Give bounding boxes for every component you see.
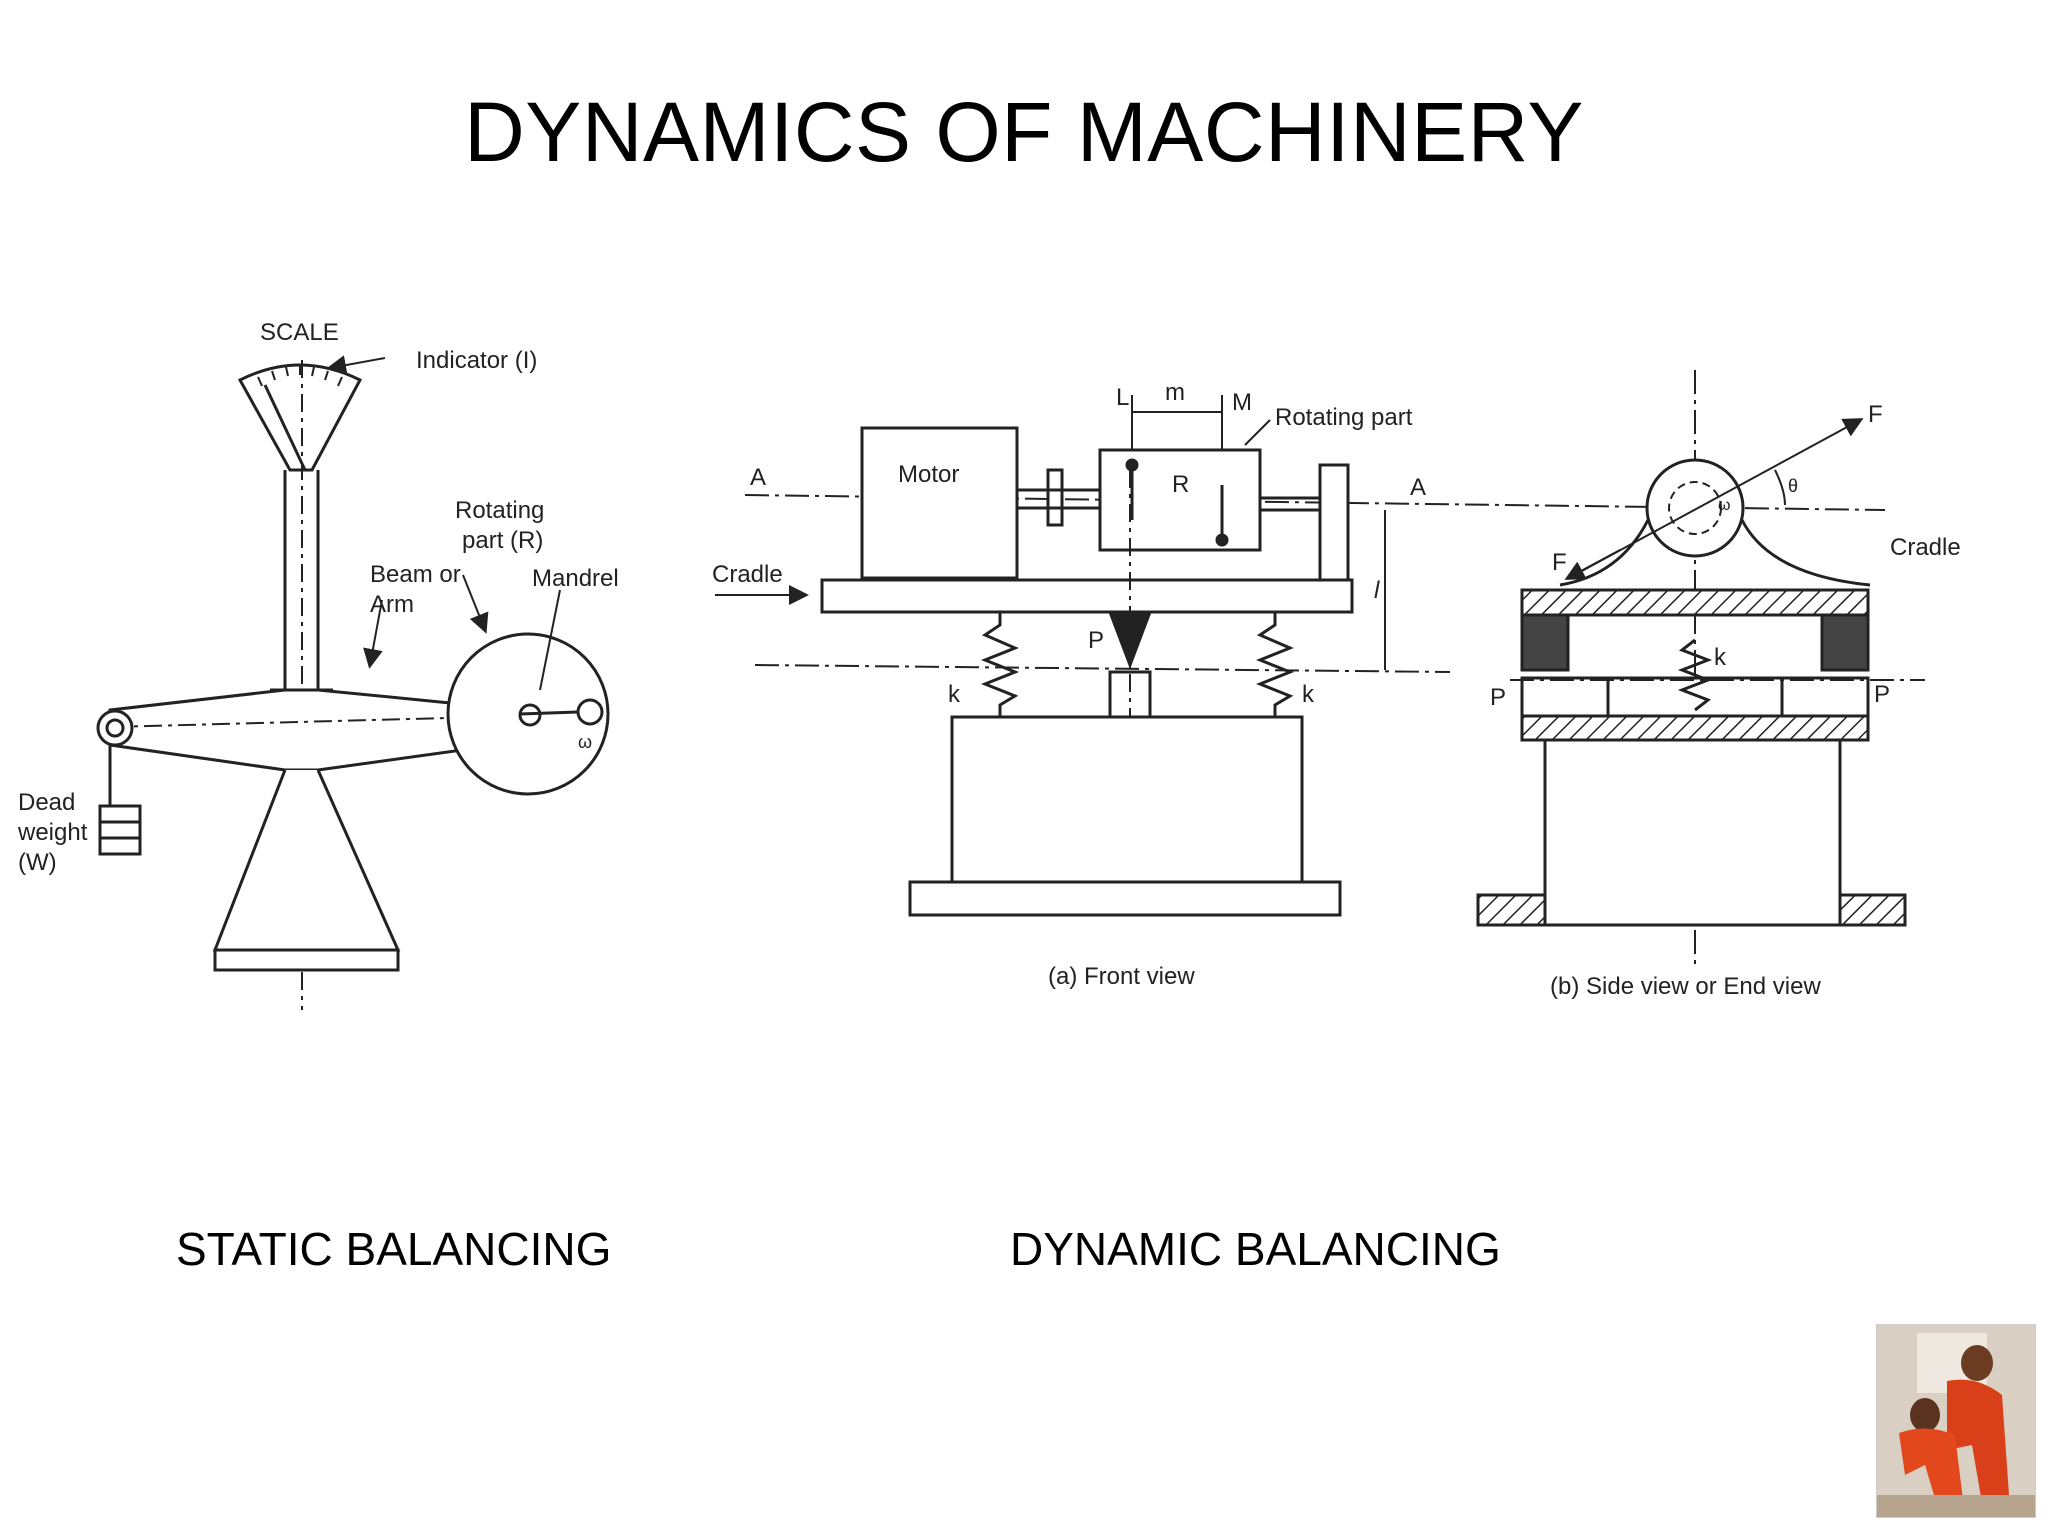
cradle-plate	[820, 578, 1354, 614]
beam-label: Beam or	[370, 561, 461, 588]
label-k-left: k	[948, 681, 961, 708]
front-view-caption: (a) Front view	[1048, 963, 1195, 990]
omega-label: ω	[578, 732, 592, 752]
dead-weight-label-3: (W)	[18, 849, 57, 876]
label-R: R	[1172, 471, 1189, 498]
label-m: m	[1165, 379, 1185, 406]
label-F-top: F	[1868, 401, 1883, 428]
label-k-right: k	[1302, 681, 1315, 708]
rotating-part-box	[1098, 448, 1262, 552]
rotating-part-label: Rotating	[455, 497, 544, 524]
beam-label-2: Arm	[370, 591, 414, 618]
label-A-right: A	[1410, 474, 1426, 501]
label-rotating-part: Rotating part	[1275, 404, 1413, 431]
scale-fan	[237, 363, 363, 472]
front-view-diagram	[715, 395, 1886, 917]
rotor-circle	[1645, 458, 1745, 558]
presenter-photo-thumbnail	[1876, 1324, 2036, 1518]
label-P-left: P	[1490, 684, 1506, 711]
base-plate	[908, 880, 1342, 917]
side-view-labels: F F θ ω Cradle k P P (b) Side view or En…	[1490, 401, 1961, 1000]
dead-weight-label-2: weight	[17, 819, 88, 846]
label-M: M	[1232, 389, 1252, 416]
label-l: l	[1374, 577, 1380, 604]
dynamic-balancing-caption: DYNAMIC BALANCING	[1010, 1223, 1501, 1275]
side-view-diagram	[1476, 370, 1925, 965]
label-A-left: A	[750, 464, 766, 491]
photo-placeholder	[1877, 1325, 2035, 1517]
scale-label: SCALE	[260, 319, 339, 346]
label-P-right: P	[1874, 681, 1890, 708]
label-theta: θ	[1788, 476, 1798, 496]
rotating-part-label-2: part (R)	[462, 527, 543, 554]
static-labels: SCALE Indicator (I) Rotating part (R) Be…	[17, 319, 619, 876]
indicator-needle	[263, 384, 307, 471]
label-motor: Motor	[898, 461, 959, 488]
label-L: L	[1116, 384, 1129, 411]
mandrel-label: Mandrel	[532, 565, 619, 592]
label-cradle: Cradle	[712, 561, 783, 588]
static-balancing-caption: STATIC BALANCING	[176, 1223, 612, 1275]
front-view-labels: L m M Rotating part A A Motor R Cradle P…	[712, 379, 1426, 990]
side-view-caption: (b) Side view or End view	[1550, 973, 1821, 1000]
indicator-label: Indicator (I)	[416, 347, 537, 374]
label-omega: ω	[1718, 497, 1731, 514]
slide-title: DYNAMICS OF MACHINERY	[464, 85, 1584, 179]
static-balancing-diagram	[96, 355, 610, 1010]
label-F-left: F	[1552, 549, 1567, 576]
dead-weight-label: Dead	[18, 789, 75, 816]
motor-box	[860, 426, 1019, 580]
label-cradle-side: Cradle	[1890, 534, 1961, 561]
label-k-side: k	[1714, 644, 1727, 671]
label-P: P	[1088, 627, 1104, 654]
